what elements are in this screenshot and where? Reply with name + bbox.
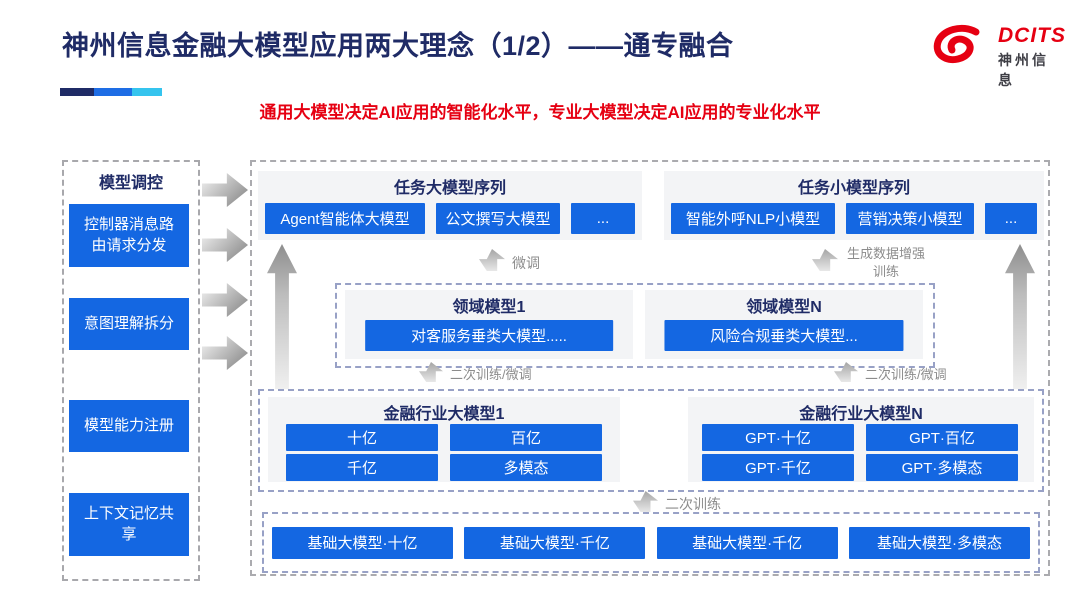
model-chip-base-100b-2: 基础大模型·千亿 xyxy=(656,526,838,559)
domain-model-box: 领域模型1 对客服务垂类大模型..... 领域模型N 风险合规垂类大模型... xyxy=(335,283,935,368)
page-title: 神州信息金融大模型应用两大理念（1/2）——通专融合 xyxy=(62,31,734,61)
model-chip-customer-service: 对客服务垂类大模型..... xyxy=(365,320,613,351)
right-arrow-icon xyxy=(202,228,248,262)
dcits-logo: DCITS 神州信息 xyxy=(932,20,1066,88)
model-chip-marketing-decision: 营销决策小模型 xyxy=(846,203,974,234)
sidebar-item-router-dispatch: 控制器消息路由请求分发 xyxy=(69,204,189,267)
domain-model-1-title: 领域模型1 xyxy=(452,299,526,316)
model-chip-base-100b: 基础大模型·千亿 xyxy=(464,526,646,559)
logo-brand-cn-text: 神州信息 xyxy=(998,52,1049,88)
model-chip-nlp-outbound: 智能外呼NLP小模型 xyxy=(671,203,835,234)
model-chip-gpt-multimodal: GPT·多模态 xyxy=(866,454,1018,481)
model-chip-risk-compliance: 风险合规垂类大模型... xyxy=(664,320,904,351)
industry-model-n-title: 金融行业大模型N xyxy=(799,406,923,423)
industry-model-1-title: 金融行业大模型1 xyxy=(383,406,505,423)
sidebar-item-context-share: 上下文记忆共享 xyxy=(69,493,189,556)
task-small-model-panel: 任务小模型序列 智能外呼NLP小模型 营销决策小模型 ... xyxy=(664,171,1044,240)
arrow-label-retrain-finetune-right: 二次训练/微调 xyxy=(865,367,947,382)
model-chip-agent: Agent智能体大模型 xyxy=(265,203,425,234)
model-chip-gpt-1b: GPT·十亿 xyxy=(702,424,854,451)
accent-cyan-segment xyxy=(132,88,162,96)
model-chip-ellipsis: ... xyxy=(571,203,635,234)
model-chip-gpt-100b: GPT·千亿 xyxy=(702,454,854,481)
arrow-label-data-augment: 生成数据增强训练 xyxy=(846,246,925,280)
model-chip-base-1b: 基础大模型·十亿 xyxy=(272,526,453,559)
domain-model-1-panel: 领域模型1 对客服务垂类大模型..... xyxy=(345,290,633,359)
sidebar-item-intent-split: 意图理解拆分 xyxy=(69,298,189,350)
page-subtitle: 通用大模型决定AI应用的智能化水平，专业大模型决定AI应用的专业化水平 xyxy=(259,103,821,122)
sidebar-item-capability-register: 模型能力注册 xyxy=(69,400,189,452)
model-chip-document-writing: 公文撰写大模型 xyxy=(436,203,560,234)
right-arrow-icon xyxy=(202,173,248,207)
model-chip-100b: 千亿 xyxy=(286,454,438,481)
model-chip-base-multimodal: 基础大模型·多模态 xyxy=(848,526,1030,559)
model-chip-10b: 百亿 xyxy=(450,424,602,451)
model-chip-multimodal: 多模态 xyxy=(450,454,602,481)
dcits-swirl-icon xyxy=(933,24,980,64)
task-large-model-panel: 任务大模型序列 Agent智能体大模型 公文撰写大模型 ... xyxy=(258,171,642,240)
accent-blue-segment xyxy=(94,88,132,96)
sidebar-title: 模型调控 xyxy=(98,175,163,192)
task-small-title: 任务小模型序列 xyxy=(797,180,910,197)
main-architecture-box xyxy=(250,160,1050,576)
right-arrow-icon xyxy=(202,336,248,370)
industry-model-box: 金融行业大模型1 十亿 百亿 千亿 多模态 金融行业大模型N GPT·十亿 GP… xyxy=(258,389,1044,492)
model-chip-1b: 十亿 xyxy=(286,424,438,451)
base-model-box: 基础大模型·十亿 基础大模型·千亿 基础大模型·千亿 基础大模型·多模态 xyxy=(262,512,1040,573)
arrow-label-retrain: 二次训练 xyxy=(665,496,721,512)
task-large-title: 任务大模型序列 xyxy=(393,180,506,197)
industry-model-1-panel: 金融行业大模型1 十亿 百亿 千亿 多模态 xyxy=(268,397,620,482)
model-chip-gpt-10b: GPT·百亿 xyxy=(866,424,1018,451)
domain-model-n-title: 领域模型N xyxy=(746,299,822,316)
domain-model-n-panel: 领域模型N 风险合规垂类大模型... xyxy=(645,290,923,359)
model-chip-ellipsis: ... xyxy=(985,203,1037,234)
right-arrow-icon xyxy=(202,283,248,317)
model-control-sidebar: 模型调控 控制器消息路由请求分发 意图理解拆分 模型能力注册 上下文记忆共享 xyxy=(62,160,200,581)
logo-brand-text: DCITS xyxy=(998,24,1066,47)
arrow-label-retrain-finetune-left: 二次训练/微调 xyxy=(450,367,532,382)
accent-navy-segment xyxy=(60,88,94,96)
arrow-label-fine-tune: 微调 xyxy=(512,255,540,271)
industry-model-n-panel: 金融行业大模型N GPT·十亿 GPT·百亿 GPT·千亿 GPT·多模态 xyxy=(688,397,1034,482)
title-accent-bar xyxy=(60,88,162,96)
